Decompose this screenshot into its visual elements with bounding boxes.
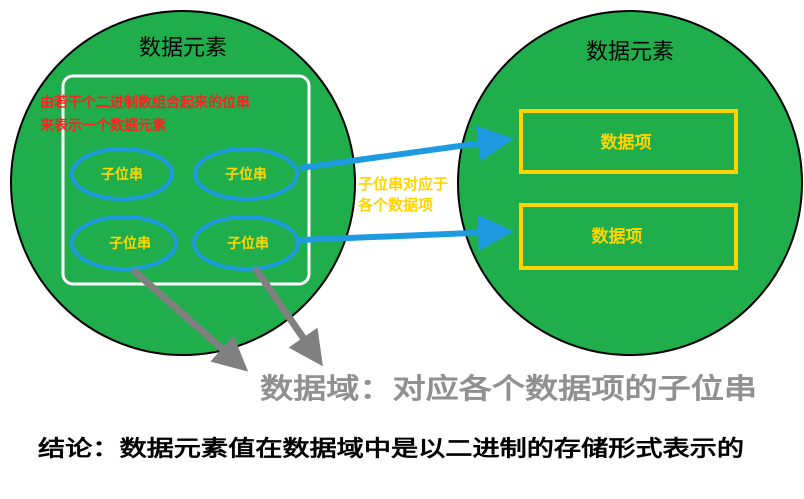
domain-arrow-1 (130, 267, 249, 372)
sub-bit-string-ellipse-2 (193, 147, 299, 201)
mapping-label-line2: 各个数据项 (357, 196, 433, 214)
sub-bit-string-ellipse-4 (192, 215, 300, 271)
right-circle-title: 数据元素 (586, 40, 674, 65)
sub-bit-string-label-4: 子位串 (227, 235, 269, 252)
left-data-element-circle (10, 10, 356, 356)
domain-arrow-2 (252, 266, 323, 367)
sub-bit-string-ellipse-3 (70, 215, 178, 271)
left-circle-title: 数据元素 (139, 36, 227, 61)
sub-to-item-arrow-1 (299, 125, 514, 171)
bit-string-note-line2: 来表示一个数据元素 (39, 117, 166, 134)
sub-bit-string-ellipse-1 (70, 147, 174, 201)
sub-to-item-arrow-2 (299, 214, 514, 251)
bit-string-note-line1: 由若干个二进制数组合起来的位串 (40, 94, 250, 111)
data-item-box-2 (519, 203, 738, 270)
data-domain-label: 数据域：对应各个数据项的子位串 (260, 372, 757, 405)
conclusion-text: 结论：数据元素值在数据域中是以二进制的存储形式表示的 (38, 436, 744, 462)
data-item-box-1 (519, 109, 738, 174)
sub-bit-string-label-1: 子位串 (101, 166, 143, 183)
sub-bit-string-label-2: 子位串 (225, 166, 267, 183)
mapping-label-line1: 子位串对应于 (358, 175, 448, 193)
data-item-label-1: 数据项 (601, 132, 652, 153)
bit-string-box (61, 74, 311, 286)
data-item-label-2: 数据项 (592, 226, 643, 247)
sub-bit-string-label-3: 子位串 (109, 235, 151, 252)
